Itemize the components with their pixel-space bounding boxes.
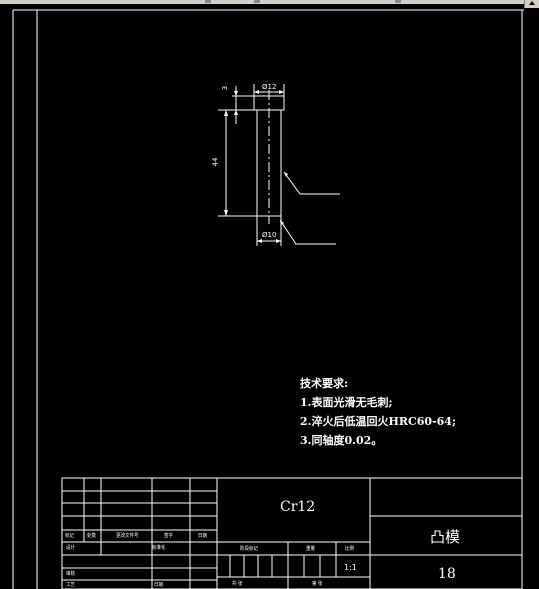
note-item: 1.表面光滑无毛刺; xyxy=(300,396,393,409)
dim-head-height: 3 xyxy=(221,85,230,91)
toolbar-fragment xyxy=(254,0,260,3)
note-item: 3.同轴度0.02。 xyxy=(300,434,383,447)
leader-line-surface xyxy=(283,171,340,195)
part-name: 凸模 xyxy=(430,528,461,546)
drawing-number: 18 xyxy=(438,566,456,582)
arrow-up-icon xyxy=(529,1,535,5)
notes-title: 技术要求: xyxy=(300,377,349,390)
label-design: 设计 xyxy=(66,545,76,551)
label-stage-mark: 阶段标记 xyxy=(240,546,259,552)
toolbar-fragment xyxy=(395,0,401,3)
scale-value: 1:1 xyxy=(344,563,357,572)
leader-line-coaxial xyxy=(279,219,336,245)
label-total-sheets: 共 张 xyxy=(232,581,243,587)
dim-head-diameter: Ø12 xyxy=(262,83,277,91)
dim-length: 44 xyxy=(211,157,220,167)
label-standardize: 标准化 xyxy=(152,545,166,551)
label-mark: 标记 xyxy=(65,533,75,539)
material-label: Cr12 xyxy=(280,499,316,515)
label-weight: 重量 xyxy=(306,546,316,552)
toolbar-fragment xyxy=(205,0,211,3)
label-process: 工艺 xyxy=(66,582,76,588)
title-block-frame xyxy=(61,477,523,589)
label-change-doc: 更改文件号 xyxy=(116,533,139,539)
scroll-up-button[interactable] xyxy=(524,0,539,8)
label-date: 日期 xyxy=(198,533,208,539)
label-approve-date: 日期 xyxy=(154,582,164,588)
label-count: 处数 xyxy=(87,533,97,539)
note-item: 2.淬火后低温回火HRC60-64; xyxy=(300,415,457,428)
dim-body-diameter: Ø10 xyxy=(262,231,277,239)
window-top-bar xyxy=(0,0,539,4)
label-sign: 签字 xyxy=(164,533,174,539)
arrowheads xyxy=(224,90,288,243)
label-sheet-number: 第 张 xyxy=(312,581,323,587)
technical-requirements: 技术要求: 1.表面光滑无毛刺; 2.淬火后低温回火HRC60-64; 3.同轴… xyxy=(300,374,456,450)
label-ratio: 比例 xyxy=(345,546,355,552)
label-review: 审核 xyxy=(66,571,76,577)
